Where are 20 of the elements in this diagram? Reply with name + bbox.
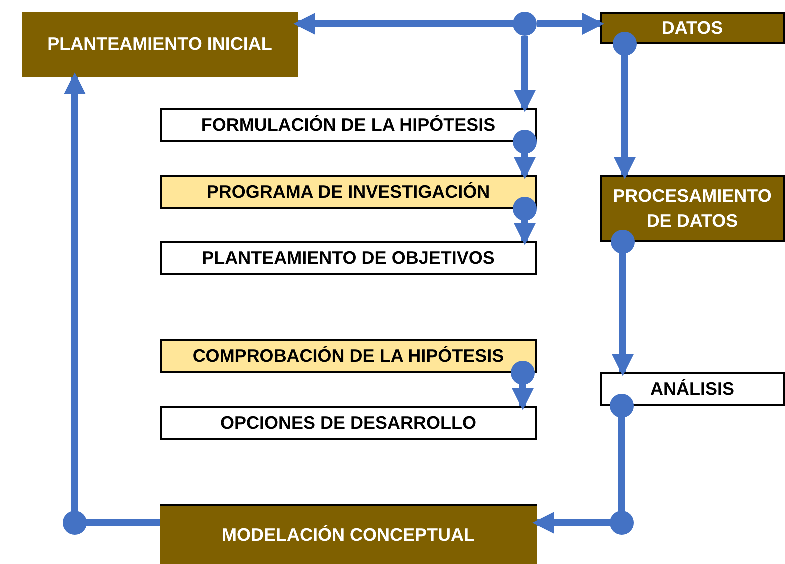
box-label: PLANTEAMIENTO INICIAL — [48, 33, 272, 56]
box-label: PROGRAMA DE INVESTIGACIÓN — [206, 180, 490, 204]
process-box — [160, 108, 537, 142]
process-box — [160, 241, 537, 275]
process-box — [600, 175, 785, 242]
box-label: COMPROBACIÓN DE LA HIPÓTESIS — [192, 344, 504, 368]
process-box — [22, 12, 298, 77]
box-label: PROCESAMIENTO DE DATOS — [612, 185, 773, 232]
box-label: OPCIONES DE DESARROLLO — [220, 412, 477, 435]
box-label: FORMULACIÓN DE LA HIPÓTESIS — [201, 114, 496, 137]
process-box — [160, 175, 537, 209]
box-label: ANÁLISIS — [650, 378, 734, 401]
process-box — [600, 12, 785, 44]
process-box — [160, 339, 537, 373]
box-label: DATOS — [662, 16, 724, 40]
box-label: PLANTEAMIENTO DE OBJETIVOS — [202, 246, 495, 270]
process-box — [160, 504, 537, 564]
process-box — [160, 406, 537, 440]
box-label: MODELACIÓN CONCEPTUAL — [222, 524, 475, 547]
process-box — [600, 372, 785, 406]
